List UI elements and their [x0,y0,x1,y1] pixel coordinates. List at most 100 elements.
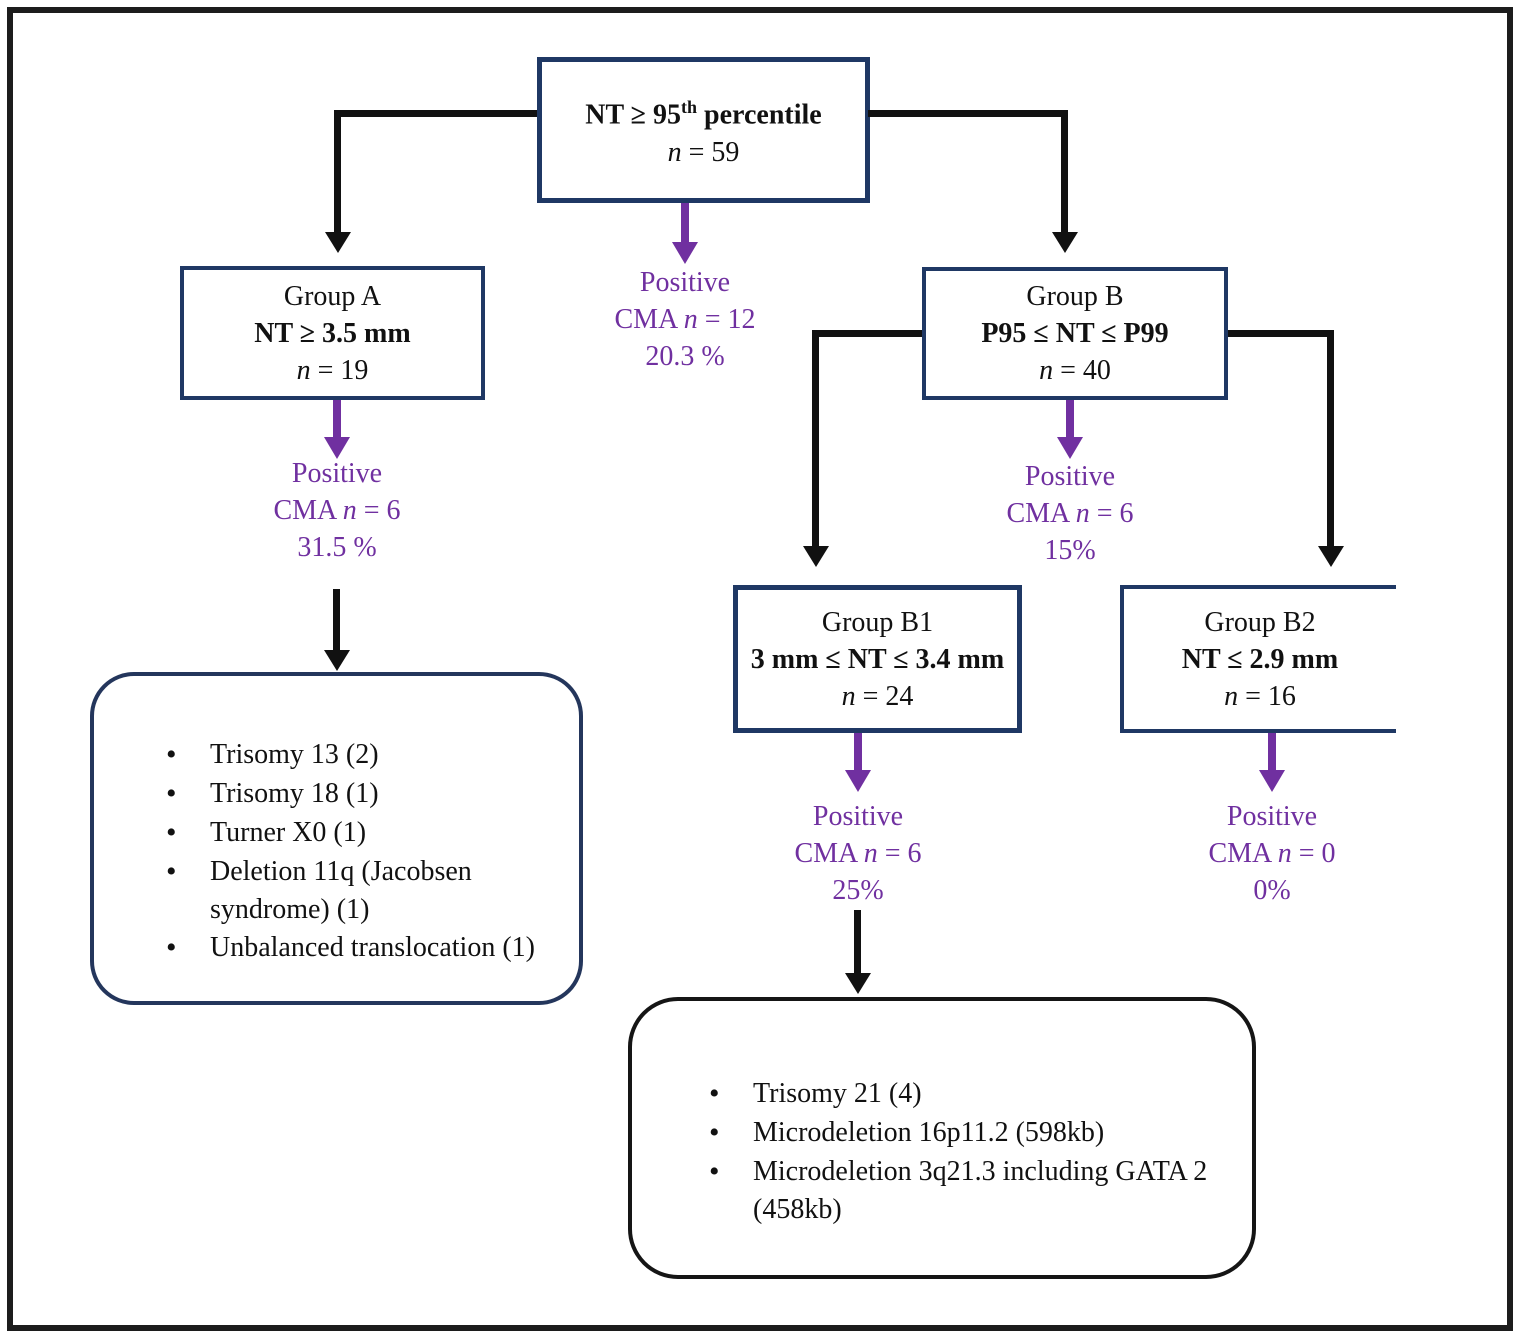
root-box: NT ≥ 95th percentile n = 59 [537,57,870,203]
root-title-post: percentile [697,99,822,131]
cma-b-value: = 6 [1089,498,1134,529]
bullet-icon [709,1075,753,1114]
group-b2-n-value: = 16 [1238,680,1296,712]
group-b1-name: Group B1 [821,606,934,638]
group-b1-box: Group B1 3 mm ≤ NT ≤ 3.4 mm n = 24 [733,585,1022,733]
group-a-name: Group A [283,280,382,312]
bullet-icon [709,1153,753,1192]
root-n-value: = 59 [681,136,740,168]
group-b2-n: n = 16 [1224,678,1296,715]
purple-arrow-a-head [324,437,350,459]
cma-b-n: n [1075,498,1090,529]
result-a-item-3: Turner X0 (1) [210,817,367,848]
result-b1-list: Trisomy 21 (4) Microdeletion 16p11.2 (59… [709,1075,1212,1229]
group-b-n: n = 40 [1039,352,1111,389]
cma-b1-percent: 25% [832,875,884,906]
root-n-symbol: n [667,136,682,168]
list-item: Microdeletion 16p11.2 (598kb) [709,1114,1212,1153]
cma-b2-percent: 0% [1253,875,1291,906]
cma-root-value: = 12 [697,304,756,335]
cma-root-count: CMA n = 12 [565,301,805,338]
root-title-sup: th [681,97,698,118]
group-b-n-symbol: n [1039,355,1054,386]
list-item: Microdeletion 3q21.3 including GATA 2 (4… [709,1153,1212,1229]
group-b1-n-value: = 24 [855,680,914,712]
cma-b1-count: CMA n = 6 [738,835,978,872]
arrow-a-to-result-head [324,650,350,671]
cma-b1-pre: CMA [794,838,864,869]
purple-arrow-b1-head [845,770,871,792]
bullet-icon [166,736,210,775]
cma-root-percent: 20.3 % [645,341,725,372]
connector-b-to-b1-horizontal [812,330,922,337]
list-item: Trisomy 21 (4) [709,1075,1212,1114]
root-title-pre: NT ≥ 95 [585,99,682,131]
connector-root-to-a-horizontal [334,110,537,117]
group-a-n-symbol: n [296,354,311,386]
arrowhead-b-to-b2 [1318,546,1344,567]
purple-arrow-b-head [1057,437,1083,459]
purple-arrow-b1-shaft [854,733,862,771]
root-box-n: n = 59 [668,134,740,171]
connector-b-to-b1-vertical [812,330,819,548]
group-b2-box: Group B2 NT ≤ 2.9 mm n = 16 [1120,585,1396,733]
arrow-b1-to-result-head [845,973,871,994]
cma-a-positive: Positive [291,458,383,489]
arrowhead-b-to-b1 [803,546,829,567]
connector-b-to-b2-horizontal [1228,330,1334,337]
bullet-icon [709,1114,753,1153]
bullet-icon [166,814,210,853]
cma-b-count: CMA n = 6 [950,495,1190,532]
cma-b1-value: = 6 [877,838,922,869]
cma-label-root: Positive CMA n = 12 20.3 % [565,264,805,375]
cma-a-pre: CMA [273,495,343,526]
cma-root-n: n [683,304,698,335]
cma-b-pre: CMA [1006,498,1076,529]
cma-label-b: Positive CMA n = 6 15% [950,458,1190,569]
list-item: Trisomy 13 (2) [166,736,551,775]
group-b1-n-symbol: n [841,680,856,712]
cma-label-b1: Positive CMA n = 6 25% [738,798,978,909]
result-a-list: Trisomy 13 (2) Trisomy 18 (1) Turner X0 … [166,736,551,968]
bullet-icon [166,929,210,968]
cma-b2-n: n [1277,838,1292,869]
cma-b-positive: Positive [1024,461,1116,492]
root-box-title: NT ≥ 95th percentile [585,89,821,133]
purple-arrow-b2-head [1259,770,1285,792]
list-item: Turner X0 (1) [166,814,551,853]
group-b-box: Group B P95 ≤ NT ≤ P99 n = 40 [922,267,1228,400]
cma-root-positive: Positive [639,267,731,298]
group-a-n-value: = 19 [310,354,369,386]
purple-arrow-a-shaft [333,400,341,438]
arrow-a-to-result-shaft [333,589,340,652]
cma-b2-value: = 0 [1291,838,1336,869]
cma-b2-count: CMA n = 0 [1152,835,1392,872]
group-a-box: Group A NT ≥ 3.5 mm n = 19 [180,266,485,400]
result-b1-item-2: Microdeletion 16p11.2 (598kb) [753,1117,1105,1148]
cma-label-a: Positive CMA n = 6 31.5 % [217,455,457,566]
group-b-name: Group B [1026,281,1124,312]
connector-b-to-b2-vertical [1327,330,1334,548]
outer-frame [7,7,1513,1331]
result-b1-item-1: Trisomy 21 (4) [753,1078,922,1109]
arrowhead-root-to-b [1052,232,1078,253]
result-b1-box: Trisomy 21 (4) Microdeletion 16p11.2 (59… [628,997,1256,1279]
cma-a-count: CMA n = 6 [217,492,457,529]
result-b1-item-3: Microdeletion 3q21.3 including GATA 2 (4… [753,1156,1208,1225]
cma-b2-pre: CMA [1208,838,1278,869]
bullet-icon [166,853,210,892]
list-item: Deletion 11q (Jacobsen syndrome) (1) [166,853,551,929]
purple-arrow-b-shaft [1066,400,1074,438]
arrowhead-root-to-a [325,232,351,253]
cma-b1-positive: Positive [812,801,904,832]
group-b1-criteria: 3 mm ≤ NT ≤ 3.4 mm [750,643,1005,675]
connector-root-to-b-vertical [1061,110,1068,234]
cma-label-b2: Positive CMA n = 0 0% [1152,798,1392,909]
connector-root-to-a-vertical [334,110,341,234]
result-a-item-1: Trisomy 13 (2) [210,739,379,770]
result-a-item-4: Deletion 11q (Jacobsen syndrome) (1) [210,856,472,925]
purple-arrow-b2-shaft [1268,733,1276,771]
cma-a-percent: 31.5 % [297,532,377,563]
cma-root-pre: CMA [614,304,684,335]
cma-b2-positive: Positive [1226,801,1318,832]
